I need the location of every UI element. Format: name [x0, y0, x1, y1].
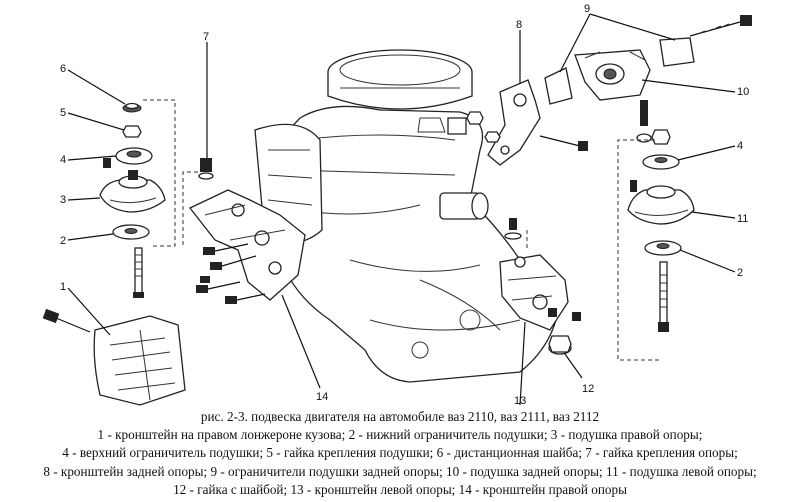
- callout-4: 4: [60, 154, 66, 166]
- callout-5: 5: [60, 107, 66, 119]
- callout-3: 3: [60, 194, 66, 206]
- callout-7: 7: [203, 31, 209, 43]
- callout-6: 6: [60, 63, 66, 75]
- left-bracket-assembly: [499, 218, 581, 355]
- caption-line-2: 4 - верхний ограничитель подушки; 5 - га…: [62, 445, 738, 461]
- callout-labels: 6 5 4 3 2 1 7 8 9 10 4 11 2 13 12 14: [60, 3, 749, 407]
- callout-12: 12: [582, 383, 594, 395]
- callout-1: 1: [60, 281, 66, 293]
- right-mount-assembly: [42, 99, 186, 406]
- callout-9: 9: [584, 3, 590, 15]
- caption-line-1: 1 - кронштейн на правом лонжероне кузова…: [97, 427, 703, 443]
- rear-mount-assembly: [466, 15, 752, 166]
- callout-2-left: 2: [60, 235, 66, 247]
- callout-10: 10: [737, 86, 749, 98]
- callout-8: 8: [516, 19, 522, 31]
- callout-2-right: 2: [737, 267, 743, 279]
- engine-mount-diagram: 6 5 4 3 2 1 7 8 9 10 4 11 2 13 12 14: [42, 3, 752, 407]
- callout-14: 14: [316, 391, 328, 403]
- figure-caption: рис. 2-3. подвеска двигателя на автомоби…: [0, 408, 800, 502]
- callout-4-right: 4: [737, 140, 743, 152]
- caption-title: рис. 2-3. подвеска двигателя на автомоби…: [200, 409, 600, 424]
- callout-13: 13: [514, 395, 526, 407]
- caption-line-3: 8 - кронштейн задней опоры; 9 - ограничи…: [43, 463, 757, 479]
- left-mount-assembly: [617, 129, 695, 361]
- right-bracket-assembly: [182, 158, 306, 304]
- callout-11: 11: [737, 213, 748, 225]
- caption-line-4: 12 - гайка с шайбой; 13 - кронштейн лево…: [173, 481, 627, 497]
